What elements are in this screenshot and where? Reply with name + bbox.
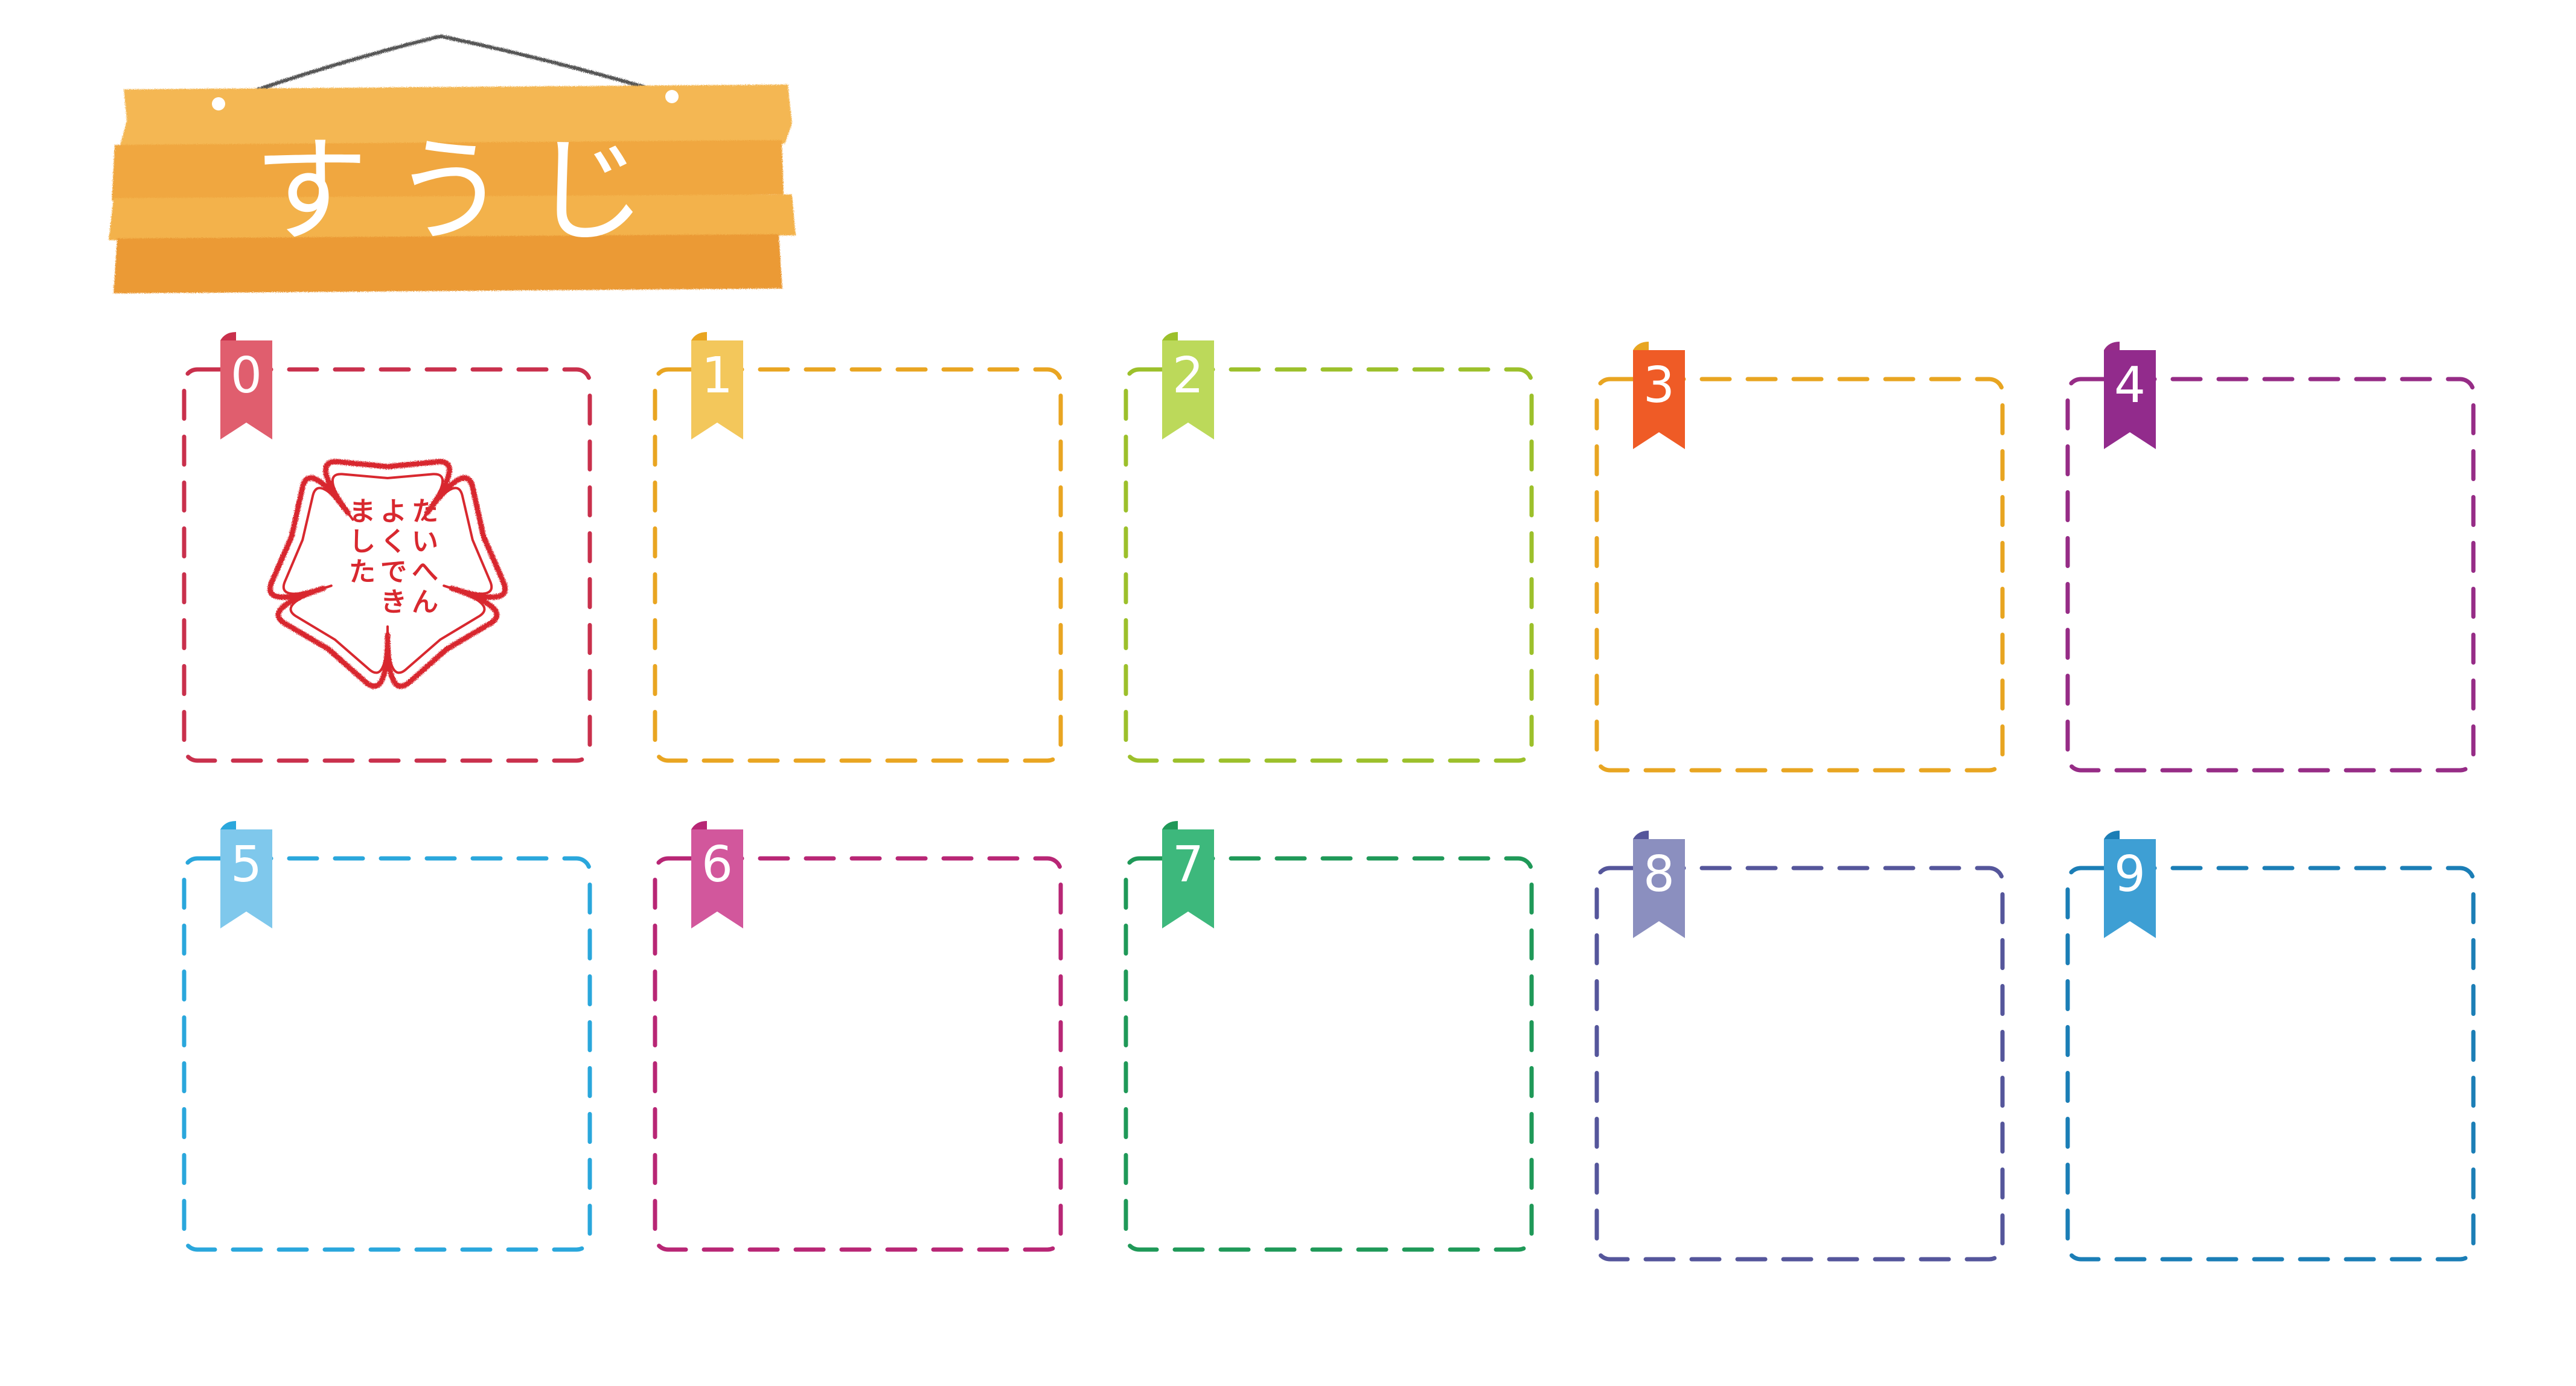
number-tab: 0 [220,332,272,439]
stamp-text-line: よくでき [380,496,407,618]
card-number: 5 [231,836,262,893]
sign-board-2 [112,140,784,200]
card-number: 4 [2114,357,2146,414]
tab-fold [1633,831,1649,842]
tab-ribbon [220,829,272,928]
tab-ribbon [1633,839,1685,938]
answer-box[interactable] [1123,856,1534,1252]
sign-hole-left [212,97,225,110]
number-card-6: 6 [653,821,1063,1252]
number-card-1: 1 [653,332,1063,763]
tab-fold [1633,342,1649,353]
number-card-5: 5 [182,821,592,1252]
number-tab: 8 [1633,831,1685,938]
tab-ribbon [220,340,272,439]
tab-ribbon [2104,839,2156,938]
sign-hole-right [665,90,679,103]
sign-board-3 [109,194,796,240]
answer-box[interactable] [2065,377,2476,773]
card-number: 3 [1643,357,1675,414]
number-tab: 7 [1162,821,1214,928]
number-card-4: 4 [2065,342,2476,773]
number-card-0: 0 [182,332,592,763]
stamp-outer-border [267,459,508,689]
answer-box[interactable] [1594,377,2005,773]
sign-board-1 [120,85,792,147]
tab-ribbon [691,340,743,439]
card-number: 2 [1172,347,1204,404]
tab-fold [1162,821,1178,832]
sign-board-4 [113,234,782,293]
answer-box[interactable] [182,856,592,1252]
number-tab: 1 [691,332,743,439]
answer-box[interactable] [653,856,1063,1252]
tab-ribbon [2104,350,2156,449]
number-tab: 5 [220,821,272,928]
stamp-inner-border [282,473,493,674]
card-number: 6 [702,836,733,893]
tab-fold [2104,831,2120,842]
sign-title: すうじ [254,124,670,258]
sign-boards [109,85,796,293]
answer-box[interactable] [2065,866,2476,1262]
answer-box[interactable] [1594,866,2005,1262]
card-number: 8 [1643,846,1675,903]
number-card-8: 8 [1594,831,2005,1262]
number-tab: 4 [2104,342,2156,449]
answer-box[interactable] [182,367,592,763]
tab-ribbon [1162,340,1214,439]
number-card-7: 7 [1123,821,1534,1252]
tab-fold [220,332,236,343]
tab-fold [1162,332,1178,343]
number-card-2: 2 [1123,332,1534,763]
card-number: 9 [2114,846,2146,903]
card-number: 1 [702,347,733,404]
card-number: 0 [231,347,262,404]
number-card-9: 9 [2065,831,2476,1262]
stamp-text-line: ました [349,496,376,587]
tab-fold [691,332,707,343]
number-tab: 6 [691,821,743,928]
number-tab: 3 [1633,342,1685,449]
answer-box[interactable] [653,367,1063,763]
tab-fold [220,821,236,832]
number-card-3: 3 [1594,342,2005,773]
number-tab: 2 [1162,332,1214,439]
tab-ribbon [691,829,743,928]
title-sign: すうじ [109,34,796,293]
tab-fold [2104,342,2120,353]
tab-ribbon [1162,829,1214,928]
card-number: 7 [1172,836,1204,893]
stamp-text-line: たいへん [412,496,438,618]
number-tab: 9 [2104,831,2156,938]
sign-string [216,34,674,106]
tab-ribbon [1633,350,1685,449]
tab-fold [691,821,707,832]
answer-box[interactable] [1123,367,1534,763]
